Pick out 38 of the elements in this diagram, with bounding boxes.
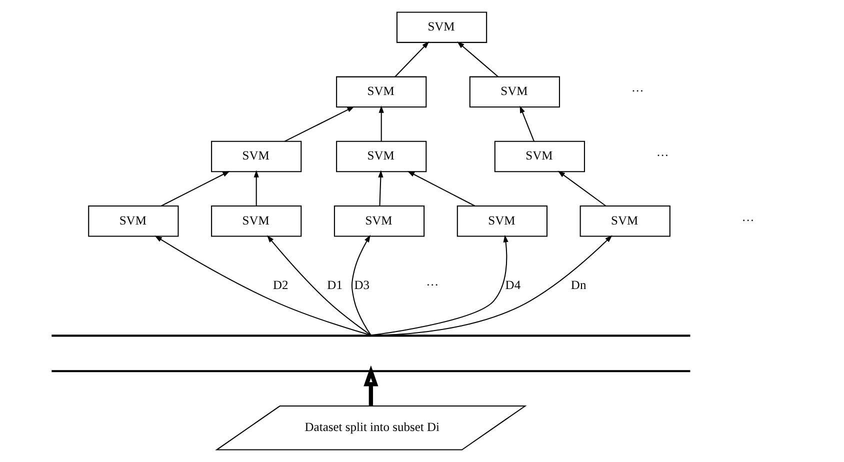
node-box: SVM [336, 140, 426, 172]
label: ··· [656, 148, 668, 163]
node-box: SVM [579, 205, 670, 237]
arrow [370, 234, 508, 336]
node-box: SVM [336, 76, 426, 108]
arrow [350, 234, 371, 336]
arrow [456, 41, 498, 78]
arrow [377, 235, 612, 336]
label: ··· [741, 213, 754, 228]
arrow [557, 170, 606, 206]
node-box: SVM [396, 12, 487, 43]
arrow [363, 365, 378, 406]
arrow [519, 106, 534, 142]
node-bar [51, 334, 690, 337]
node-box: SVM [210, 205, 302, 237]
arrow [284, 106, 354, 142]
arrow [160, 170, 230, 206]
arrow [394, 41, 429, 78]
node-box: SVM [468, 76, 560, 108]
arrow [253, 170, 258, 206]
node-box: SVM [333, 205, 424, 237]
node-box: SVM [210, 140, 302, 172]
edge-label: Dn [570, 278, 586, 292]
arrow [406, 170, 475, 206]
node-box: SVM [88, 205, 178, 237]
edge-label: D4 [504, 278, 520, 292]
arrow [154, 236, 370, 336]
arrow [378, 106, 384, 142]
edge-label: D1 [326, 278, 342, 292]
label: ··· [426, 278, 438, 292]
edge-label: D2 [272, 278, 288, 292]
node-box: SVM [456, 205, 547, 237]
node-box: SVM [494, 140, 584, 172]
label: ··· [630, 84, 644, 98]
arrow [378, 170, 383, 206]
node-bar [51, 370, 690, 372]
arrow [266, 235, 371, 336]
edge-label: D3 [354, 278, 370, 292]
